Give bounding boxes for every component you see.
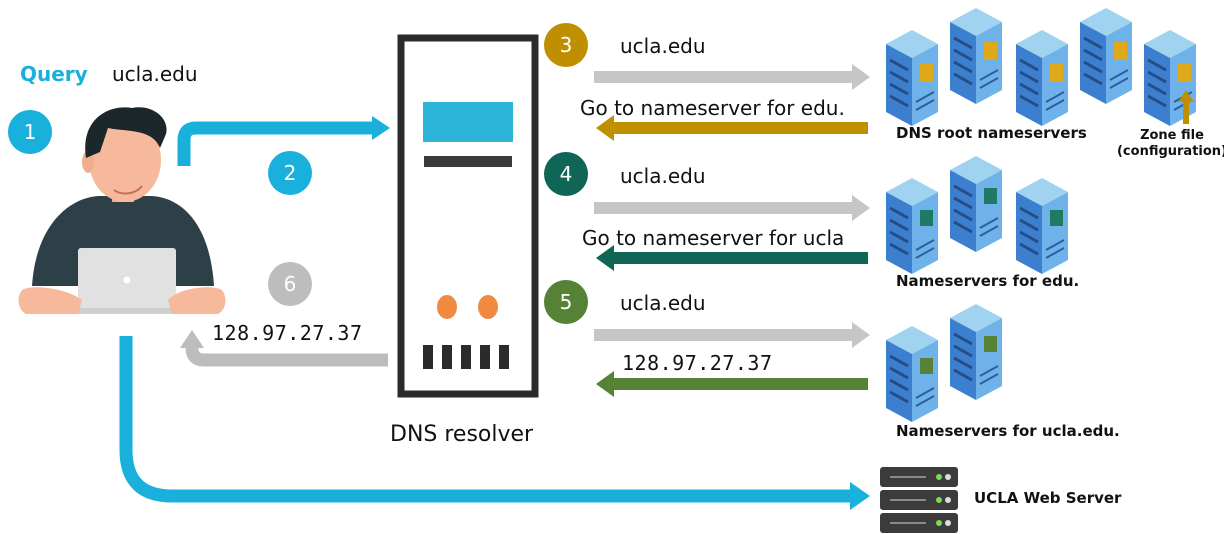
- zone-file-arrow: [1178, 90, 1194, 124]
- root-reply-text: Go to nameserver for edu.: [580, 96, 845, 120]
- step-4-badge: 4: [544, 152, 588, 196]
- edu-reply-arrow: [596, 245, 868, 271]
- dns-resolver-server: [397, 34, 539, 398]
- zone-file-label: Zone file (configuration): [1116, 128, 1224, 159]
- query-arrow: [177, 116, 390, 166]
- edu-query-text: ucla.edu: [620, 164, 706, 188]
- ucla-reply-text: 128.97.27.37: [622, 351, 773, 375]
- ucla-query-text: ucla.edu: [620, 291, 706, 315]
- ucla-nameserver-racks: [884, 302, 1004, 424]
- step-2-badge: 2: [268, 151, 312, 195]
- web-server-label: UCLA Web Server: [974, 489, 1122, 507]
- root-query-arrow: [594, 64, 870, 90]
- step-3-badge: 3: [544, 23, 588, 67]
- ucla-nameservers-label: Nameservers for ucla.edu.: [896, 422, 1120, 440]
- edu-reply-text: Go to nameserver for ucla: [582, 226, 845, 250]
- root-nameservers-label: DNS root nameservers: [896, 124, 1087, 142]
- root-nameserver-racks: [884, 6, 1198, 128]
- root-query-text: ucla.edu: [620, 34, 706, 58]
- web-server-stack: [880, 467, 958, 533]
- web-request-arrow: [119, 336, 870, 510]
- user-illustration: [18, 107, 226, 314]
- step-5-badge: 5: [544, 280, 588, 324]
- edu-nameserver-racks: [884, 154, 1070, 276]
- edu-query-arrow: [594, 195, 870, 221]
- query-domain: ucla.edu: [112, 62, 198, 86]
- edu-nameservers-label: Nameservers for edu.: [896, 272, 1080, 290]
- ucla-reply-arrow: [596, 371, 868, 397]
- query-label: Query: [20, 62, 88, 86]
- step-6-badge: 6: [268, 262, 312, 306]
- answer-arrow: [180, 330, 388, 367]
- client-reply-text: 128.97.27.37: [212, 321, 363, 345]
- step-1-badge: 1: [8, 110, 52, 154]
- root-reply-arrow: [596, 115, 868, 141]
- ucla-query-arrow: [594, 322, 870, 348]
- dns-resolver-label: DNS resolver: [390, 422, 534, 447]
